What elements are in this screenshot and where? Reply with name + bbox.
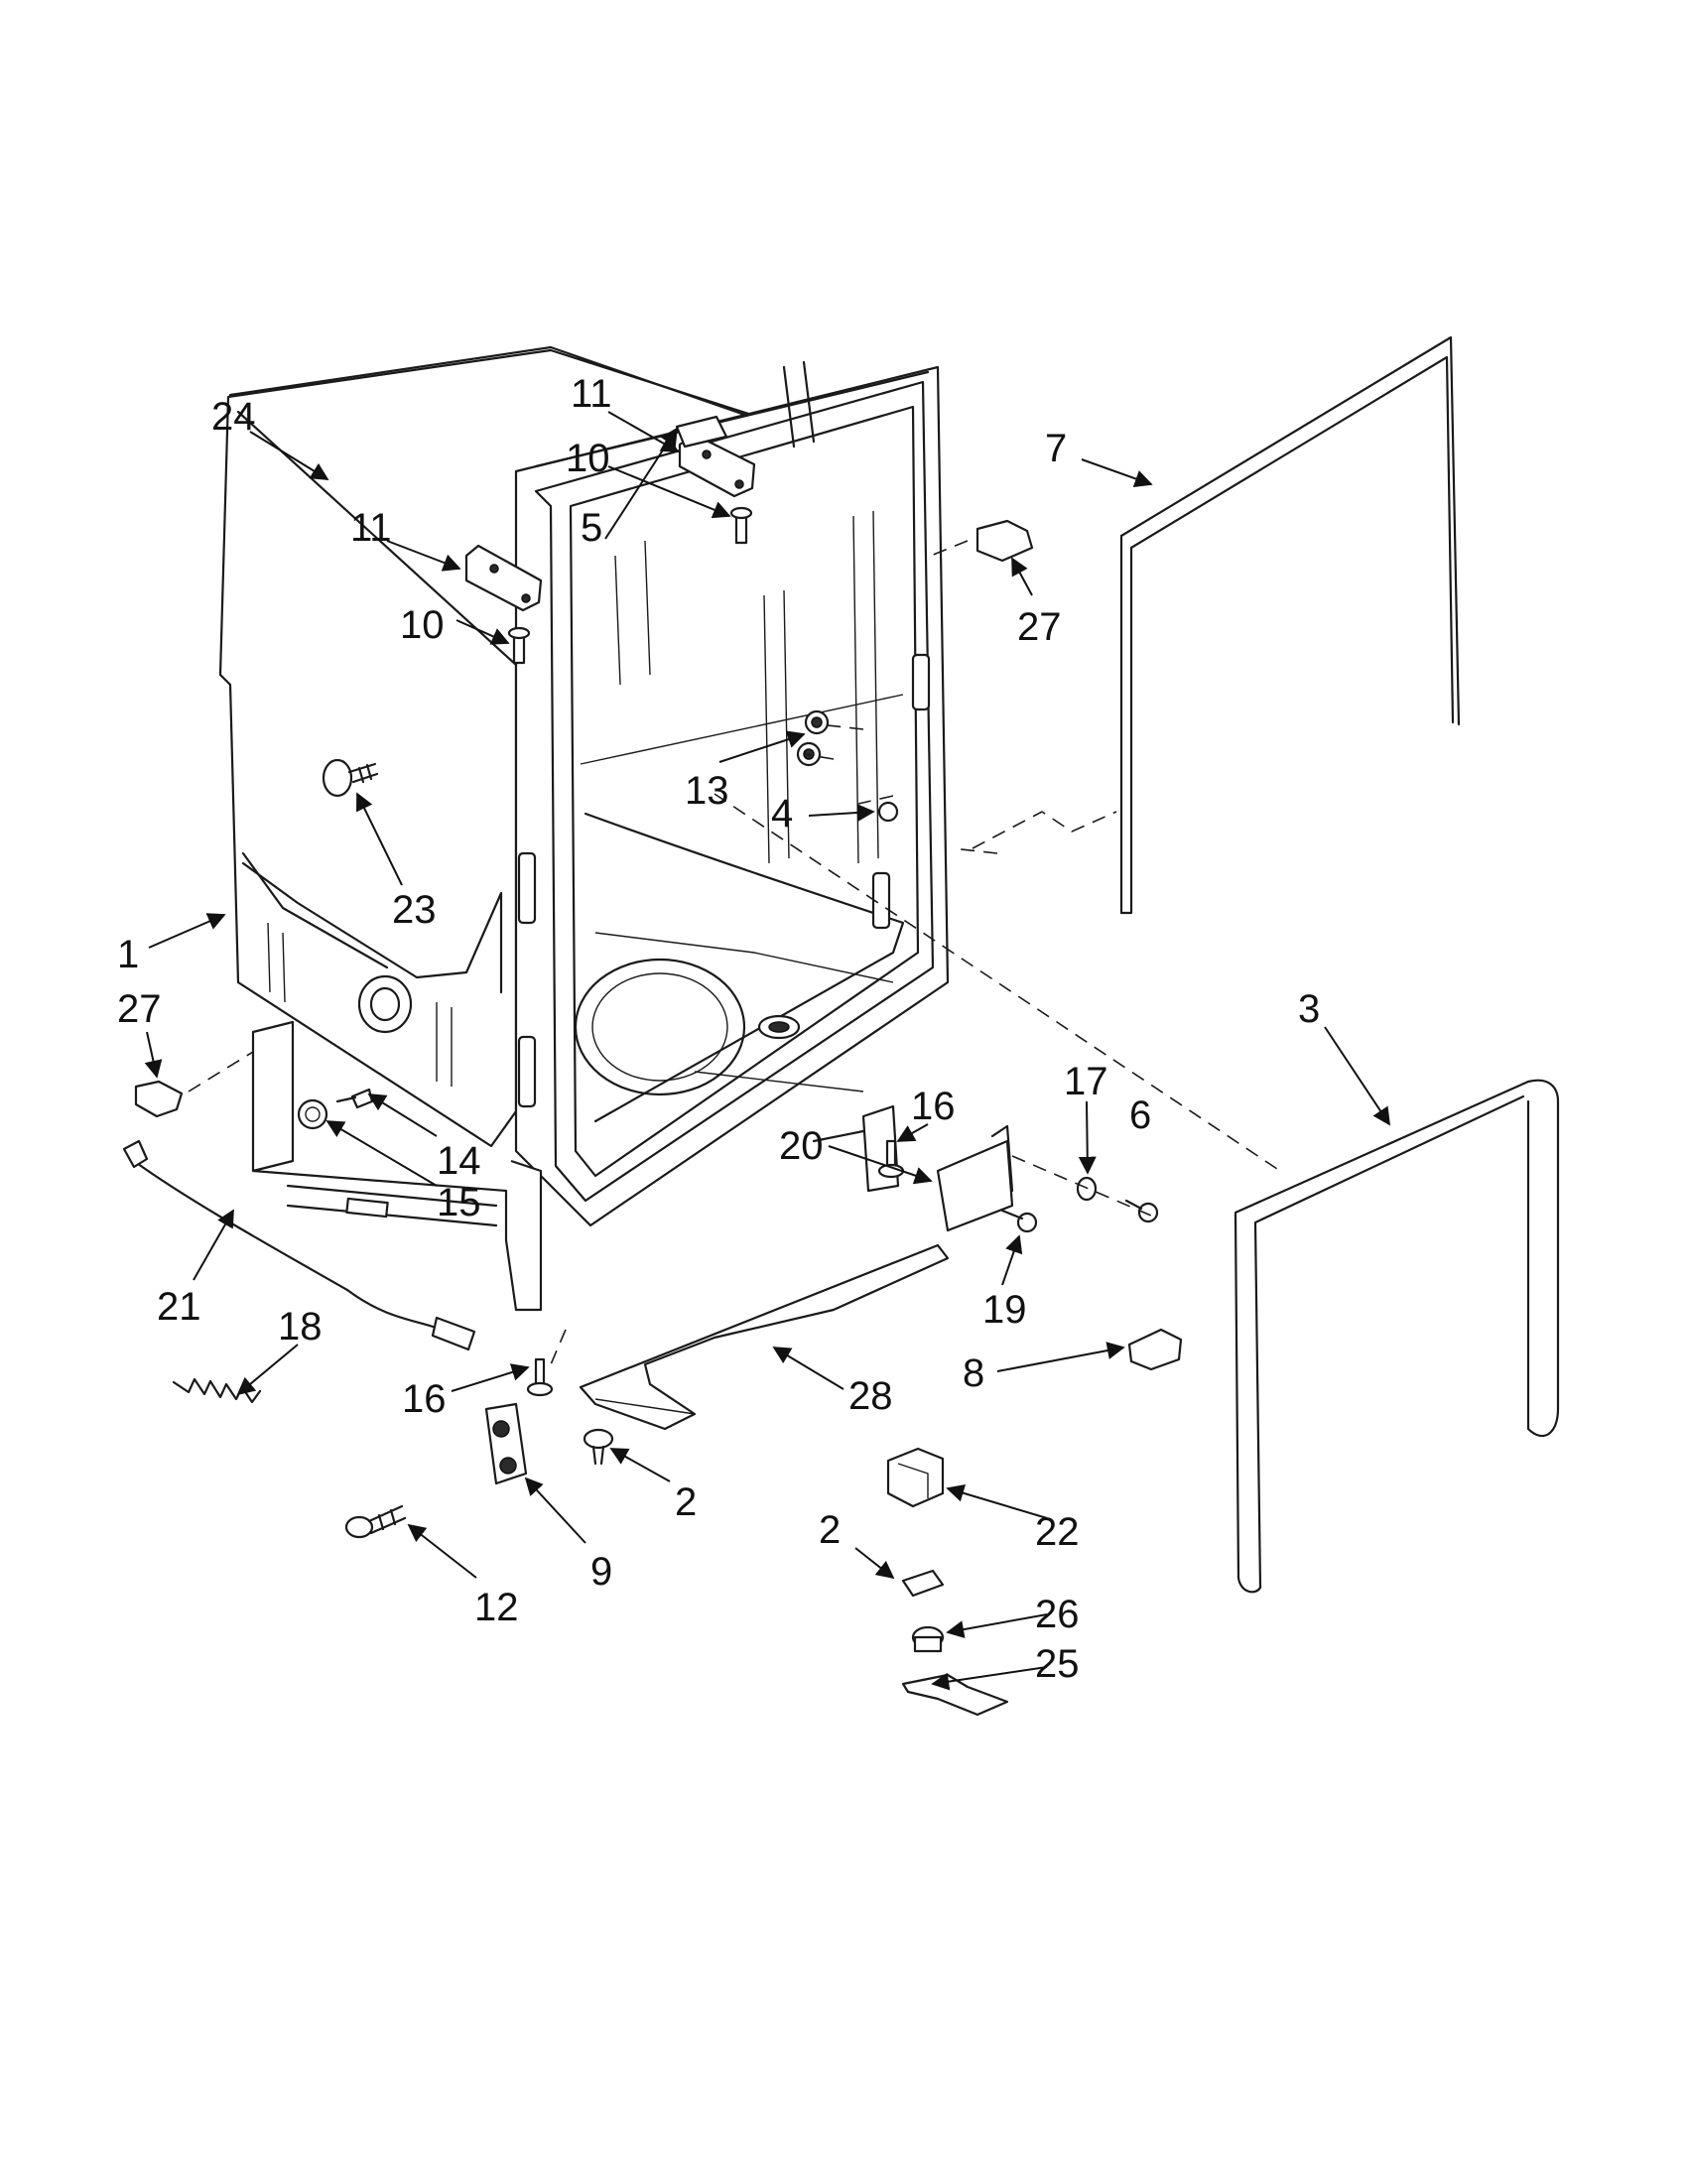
callout-20: 20 — [779, 1124, 824, 1168]
bolt-part-12 — [344, 1504, 407, 1539]
callout-17: 17 — [1064, 1060, 1108, 1103]
screw-part-19 — [1000, 1209, 1038, 1233]
callout-8: 8 — [963, 1351, 984, 1395]
cam-part-9 — [484, 1402, 528, 1485]
screw-part-10-top — [729, 506, 753, 545]
callout-6: 6 — [1129, 1093, 1151, 1137]
callout-25: 25 — [1035, 1642, 1080, 1686]
callout-23: 23 — [392, 888, 437, 932]
callout-10-top: 10 — [566, 437, 610, 480]
callout-2-lower: 2 — [675, 1480, 697, 1524]
switch-part-22 — [886, 1447, 945, 1508]
screw-part-6 — [1124, 1199, 1159, 1223]
callout-2-upper: 2 — [819, 1508, 841, 1552]
callout-26: 26 — [1035, 1593, 1080, 1636]
roller-part-13 — [796, 709, 830, 767]
bracket-part-20 — [936, 1124, 1014, 1232]
leader-arrows — [144, 411, 1390, 1691]
callout-11-top: 11 — [571, 372, 612, 416]
callout-27-top: 27 — [1017, 605, 1062, 649]
callout-16-lower: 16 — [402, 1377, 447, 1421]
callout-4: 4 — [771, 792, 793, 835]
callout-21: 21 — [157, 1285, 201, 1329]
screw-part-10-left — [507, 626, 531, 665]
clip-part-8 — [1127, 1328, 1183, 1371]
callout-7: 7 — [1045, 427, 1067, 470]
bracket-part-11-left — [464, 544, 543, 612]
bracket-part-25 — [901, 1673, 1009, 1717]
callout-16-upper: 16 — [911, 1085, 956, 1128]
clip-part-27-left — [134, 1080, 184, 1118]
leg-part-16-lower — [526, 1357, 554, 1397]
foot-part-2-lower — [583, 1428, 614, 1466]
callout-5: 5 — [581, 506, 602, 550]
foot-part-2-upper — [901, 1569, 945, 1598]
callout-19: 19 — [982, 1288, 1027, 1332]
cable-part-21 — [122, 1139, 476, 1351]
clip-part-27-top — [975, 519, 1034, 563]
callout-24: 24 — [211, 395, 256, 439]
callout-15: 15 — [437, 1181, 481, 1224]
callout-11-left: 11 — [350, 506, 392, 550]
panel-part-28 — [579, 1243, 950, 1431]
thermostat-part-26 — [911, 1625, 945, 1653]
tub-assembly — [218, 345, 950, 1227]
callout-labels: 24 11 10 11 5 10 7 27 13 4 23 1 27 3 16 … — [117, 372, 1320, 1686]
screw-part-14 — [335, 1088, 374, 1109]
bearing-part-15 — [297, 1098, 328, 1130]
plug-part-4 — [877, 801, 899, 823]
callout-9: 9 — [590, 1550, 612, 1594]
callout-12: 12 — [474, 1586, 519, 1629]
alignment-lines — [188, 540, 1281, 1365]
gasket-part-7 — [1119, 335, 1461, 915]
callout-13: 13 — [685, 769, 729, 813]
callout-22: 22 — [1035, 1510, 1080, 1554]
callout-3: 3 — [1298, 987, 1320, 1031]
callout-10-left: 10 — [400, 603, 445, 647]
callout-27-left: 27 — [117, 987, 162, 1031]
callout-1: 1 — [117, 933, 139, 976]
fastener-part-23 — [322, 758, 379, 798]
grommet-part-5 — [675, 415, 728, 449]
callout-18: 18 — [278, 1305, 323, 1349]
callout-14: 14 — [437, 1139, 481, 1183]
gasket-part-3 — [1234, 1079, 1560, 1594]
spring-part-18 — [172, 1377, 262, 1404]
callout-28: 28 — [848, 1374, 893, 1418]
